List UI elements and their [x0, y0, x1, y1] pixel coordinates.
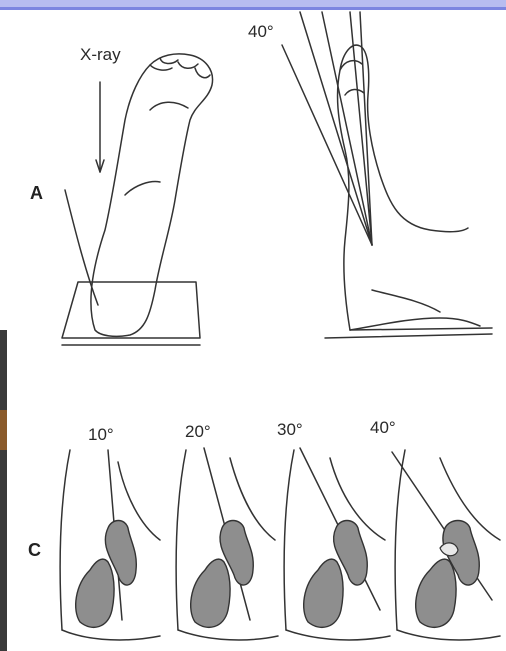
angle-label-3: 30° [277, 420, 303, 440]
calcaneus-1 [76, 559, 114, 627]
calcaneus-3 [304, 559, 343, 627]
panel-a-letter: A [30, 183, 43, 204]
angle-label-1: 10° [88, 425, 114, 445]
plantar-foot [91, 54, 213, 336]
cassette-plate [62, 282, 200, 338]
angle-label-4: 40° [370, 418, 396, 438]
floor-line [325, 334, 492, 338]
tube-angle-label: 40° [248, 22, 274, 42]
beam-line [282, 45, 372, 245]
calcaneus-4 [416, 559, 456, 627]
panel-c-letter: C [28, 540, 41, 561]
angle-label-2: 20° [185, 422, 211, 442]
xray-label: X-ray [80, 45, 121, 65]
calcaneus-2 [191, 559, 230, 627]
